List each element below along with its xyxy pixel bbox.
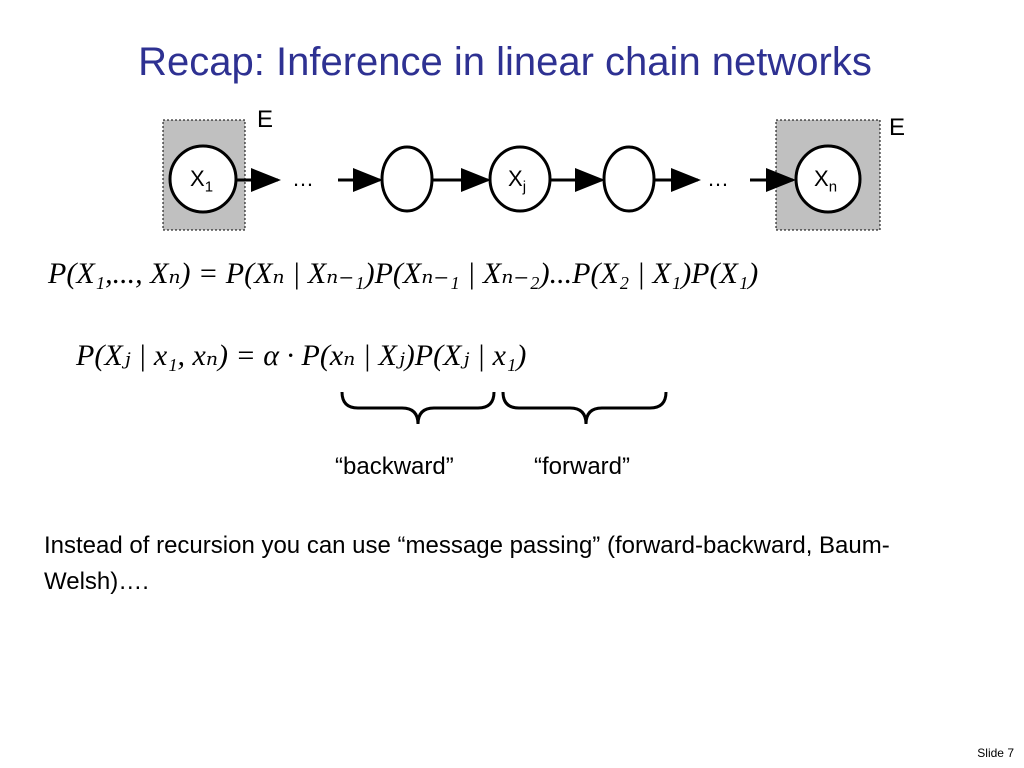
evidence-label-right: E	[889, 114, 906, 141]
forward-brace	[501, 391, 668, 425]
evidence-label-left: E	[257, 106, 274, 133]
node-xn-label: Xn	[814, 166, 838, 196]
backward-brace	[340, 391, 496, 425]
node-xn	[794, 144, 862, 214]
posterior-equation: P(Xⱼ | x₁, xₙ) = α · P(xₙ | Xⱼ)P(Xⱼ | x₁…	[76, 339, 527, 372]
slide-number: Slide 7	[977, 746, 1014, 760]
slide-title: Recap: Inference in linear chain network…	[138, 40, 872, 84]
body-paragraph: Instead of recursion you can use “messag…	[44, 532, 890, 595]
node-x1-label: X1	[190, 166, 214, 196]
backward-label: “backward”	[335, 453, 454, 480]
node-hidden-right	[602, 145, 656, 213]
ellipsis-left: …	[292, 166, 314, 191]
joint-equation: P(X₁,..., Xₙ) = P(Xₙ | Xₙ₋₁)P(Xₙ₋₁ | Xₙ₋…	[48, 257, 759, 290]
node-xj-label: Xj	[508, 166, 527, 196]
ellipsis-right: …	[707, 166, 729, 191]
node-hidden-left	[380, 145, 434, 213]
forward-label: “forward”	[534, 453, 631, 480]
